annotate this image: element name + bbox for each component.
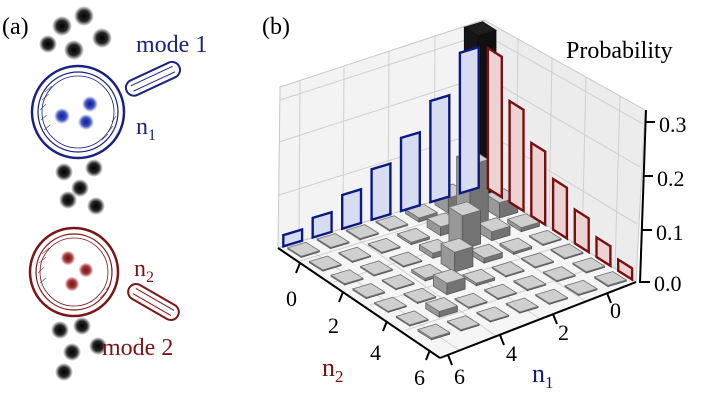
- n1-tick-0: 0: [610, 298, 621, 323]
- n2-tick-4: 4: [370, 340, 381, 365]
- marginal-n1-bar-6: [617, 257, 634, 282]
- free-particles-middle: [55, 159, 105, 215]
- bar-n2-5-n1-2: [359, 260, 394, 277]
- bar-n2-3-n1-4: [461, 268, 496, 287]
- marginal-n2-bar-1: [311, 210, 333, 240]
- bar-n2-2-n1-3: [469, 243, 504, 264]
- marginal-n1-bars: [486, 45, 634, 282]
- bar-n2-2-n1-4: [491, 261, 525, 278]
- free-particles-top: [39, 6, 112, 60]
- z-axis-line: [639, 109, 647, 284]
- bar-n2-3-n1-5: [483, 283, 518, 301]
- bar-n2-5-n1-6: [446, 315, 481, 332]
- n1-tick-6: 6: [454, 364, 465, 389]
- marginal-n1-bar-1: [508, 98, 525, 214]
- magnifier-mode1-icon: [30, 60, 181, 160]
- free-particles-bottom: [51, 317, 107, 381]
- bar-n2-0-n1-3: [528, 229, 563, 247]
- bar-n2-3-n1-1: [396, 227, 431, 246]
- bar-n2-0-n1-5: [571, 257, 606, 274]
- bar-n2-5-n1-3: [381, 274, 415, 291]
- bar-n2-2-n1-2: [447, 201, 482, 251]
- bar-n2-6-n1-5: [395, 310, 429, 327]
- bar-n2-6-n1-1: [308, 255, 343, 272]
- bar-n2-1-n1-5: [542, 266, 577, 283]
- bar-n2-2-n1-6: [534, 288, 569, 306]
- marginal-n2-bar-5: [429, 93, 451, 204]
- bar-n2-6-n1-6: [417, 323, 451, 341]
- panel-a-label: (a): [2, 14, 29, 40]
- bar-n2-5-n1-4: [403, 287, 437, 305]
- bar-n2-3-n1-0: [375, 215, 409, 232]
- marginal-n2-bar-0: [282, 227, 304, 249]
- bar-n2-6-n1-2: [330, 269, 364, 286]
- mode1-label: mode 1: [136, 32, 207, 58]
- marginal-n2-bar-2: [341, 187, 363, 231]
- bar-n2-4-n1-6: [475, 306, 510, 323]
- bar-n2-6-n1-4: [373, 296, 408, 314]
- bar-n2-5-n1-0: [316, 233, 350, 250]
- bar-n2-5-n1-5: [424, 297, 459, 318]
- n2-label: n2: [134, 256, 154, 286]
- z-tick-0: 0.0: [654, 271, 682, 296]
- marginal-n1-bar-2: [530, 140, 547, 227]
- n1-axis-label: n1: [532, 359, 554, 392]
- bar-n2-3-n1-3: [440, 237, 474, 273]
- bar-n2-0-n1-6: [593, 271, 628, 288]
- marginal-n1-bar-3: [551, 176, 569, 241]
- n1-tick-4: 4: [506, 341, 517, 366]
- marginal-n1-bar-5: [595, 235, 612, 268]
- n1-axis-line: [439, 281, 637, 359]
- bar-n2-5-n1-1: [337, 246, 372, 264]
- bar-n2-4-n1-1: [367, 237, 401, 255]
- marginal-n2-bar-6: [458, 45, 480, 195]
- n2-axis-label: n2: [322, 353, 344, 386]
- bar-n2-6-n1-0: [286, 241, 321, 259]
- bar-n2-3-n1-6: [505, 297, 539, 314]
- n2-axis-line: [277, 247, 441, 359]
- z-axis-label: Probability: [566, 38, 673, 64]
- panel-a: (a) mode 1: [2, 6, 207, 381]
- bar-n2-2-n1-5: [513, 275, 547, 292]
- bar-n2-1-n1-3: [499, 237, 533, 256]
- z-tick-marks: [640, 121, 655, 283]
- n2-tick-6: 6: [414, 365, 425, 390]
- bar-n2-6-n1-3: [351, 283, 386, 300]
- panel-b-label: (b): [262, 14, 290, 40]
- bar-n2-0-n1-4: [550, 243, 584, 260]
- n2-tick-2: 2: [328, 313, 339, 338]
- bar-n2-4-n1-4: [432, 268, 467, 296]
- panel-b: (b): [262, 14, 687, 392]
- bar-n2-4-n1-2: [389, 251, 423, 268]
- bar-n2-4-n1-5: [454, 292, 488, 310]
- bar-n2-1-n1-4: [520, 252, 555, 269]
- marginal-n1-bar-4: [573, 207, 590, 255]
- marginal-n1-bar-0: [486, 45, 503, 200]
- z-tick-3: 0.3: [659, 112, 687, 137]
- n1-label: n1: [136, 114, 156, 144]
- bar-n2-4-n1-0: [345, 224, 380, 241]
- n2-tick-marks: [295, 262, 431, 361]
- marginal-n2-bar-3: [370, 161, 392, 222]
- marginal-n2-bar-4: [399, 130, 421, 213]
- mode2-label: mode 2: [102, 335, 173, 361]
- magnifier-mode2-icon: [28, 226, 180, 321]
- z-tick-2: 0.2: [657, 166, 685, 191]
- bar-n2-1-n1-6: [564, 279, 598, 297]
- bar-n2-1-n1-2: [477, 217, 511, 242]
- z-tick-1: 0.1: [656, 220, 684, 245]
- n1-tick-marks: [447, 292, 612, 366]
- n1-tick-2: 2: [558, 320, 569, 345]
- marginal-n2-bars: [282, 45, 480, 249]
- n2-tick-0: 0: [286, 286, 297, 311]
